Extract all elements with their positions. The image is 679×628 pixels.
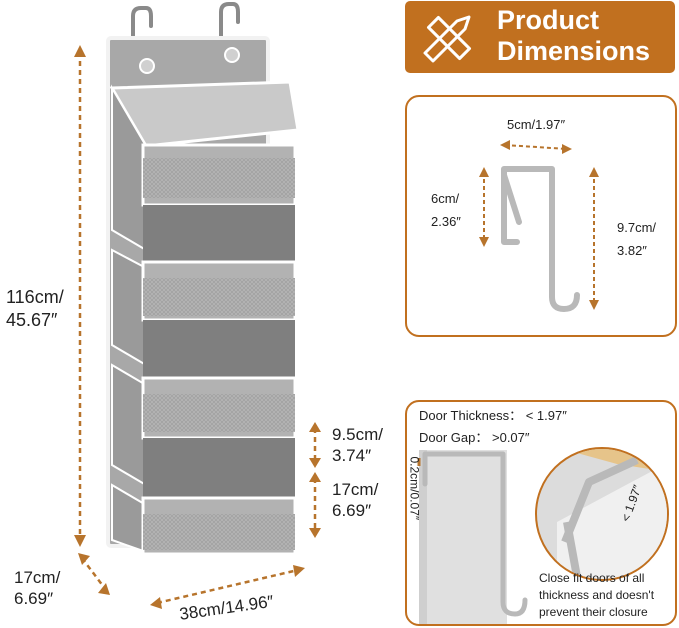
height-label: 116cm/ 45.67″	[6, 286, 64, 331]
door-thickness-value: < 1.97″	[525, 408, 567, 423]
badge-title-line2: Dimensions	[497, 36, 651, 66]
pocket-height-cm: 17cm/	[332, 480, 379, 499]
height-label-cm: 116cm/	[6, 287, 64, 307]
pocket-gap-cm: 9.5cm/	[332, 425, 384, 444]
pocket-4	[111, 438, 297, 556]
hook-width-text: 5cm/1.97″	[507, 117, 566, 132]
door-thickness-row: Door Thickness： < 1.97″	[419, 408, 567, 424]
door-fit-panel: Door Thickness： < 1.97″ Door Gap： >0.07″…	[405, 400, 677, 626]
hook-thickness-text: 0.2cm/0.07″	[407, 456, 422, 521]
door-gap-row: Door Gap： >0.07″	[419, 430, 530, 446]
width-dim-line	[156, 568, 299, 605]
depth-label-cm: 17cm/	[14, 568, 61, 587]
hook-outer-cm: 9.7cm/	[617, 220, 657, 235]
hook-inner-in: 2.36″	[431, 214, 461, 229]
pocket-gap-label: 9.5cm/ 3.74″	[332, 424, 383, 467]
fit-caption-line1: Close fit doors of all	[539, 571, 645, 585]
door-thickness-label: Door Thickness：	[419, 408, 523, 423]
badge-title-line1: Product	[497, 5, 600, 35]
product-dimensions-badge: Product Dimensions	[405, 1, 675, 73]
pocket-height-in: 6.69″	[332, 501, 372, 521]
depth-label: 17cm/ 6.69″	[14, 567, 60, 610]
hook-illustration	[479, 140, 599, 312]
depth-dim-line	[81, 557, 107, 591]
fit-caption: Close fit doors of all thickness and doe…	[539, 570, 654, 621]
door-gap-label: Door Gap：	[419, 430, 489, 445]
pocket-3	[111, 320, 297, 487]
door-illustration	[417, 447, 669, 624]
door-hook-left	[131, 6, 153, 44]
hook-dimensions-panel: 5cm/1.97″ 6cm/ 2.36″ 9.7cm/ 3.82″	[405, 95, 677, 337]
grommet-right	[224, 47, 240, 63]
hook-width-label: 5cm/1.97″	[507, 117, 565, 133]
fit-caption-line2: thickness and doesn't	[539, 588, 655, 602]
pocket-1	[109, 80, 300, 252]
door-gap-value: >0.07″	[492, 430, 530, 445]
hook-inner-cm: 6cm/	[431, 191, 460, 206]
hook-inner-label: 6cm/ 2.36″	[431, 187, 461, 233]
badge-title: Product Dimensions	[497, 5, 650, 67]
pocket-2	[111, 205, 297, 367]
hook-thickness-label: 0.2cm/0.07″	[407, 457, 422, 567]
depth-label-in: 6.69″	[14, 589, 54, 609]
pocket-height-label: 17cm/ 6.69″	[332, 479, 378, 522]
hook-outer-label: 9.7cm/ 3.82″	[617, 216, 656, 262]
pencil-ruler-icon	[423, 15, 472, 63]
fit-caption-line3: prevent their closure	[539, 605, 648, 619]
organizer-illustration	[74, 2, 321, 609]
grommet-left	[139, 58, 155, 74]
height-label-in: 45.67″	[6, 309, 58, 330]
pocket-gap-in: 3.74″	[332, 446, 372, 466]
hook-outer-in: 3.82″	[617, 243, 647, 258]
door-hook-right	[219, 2, 240, 44]
